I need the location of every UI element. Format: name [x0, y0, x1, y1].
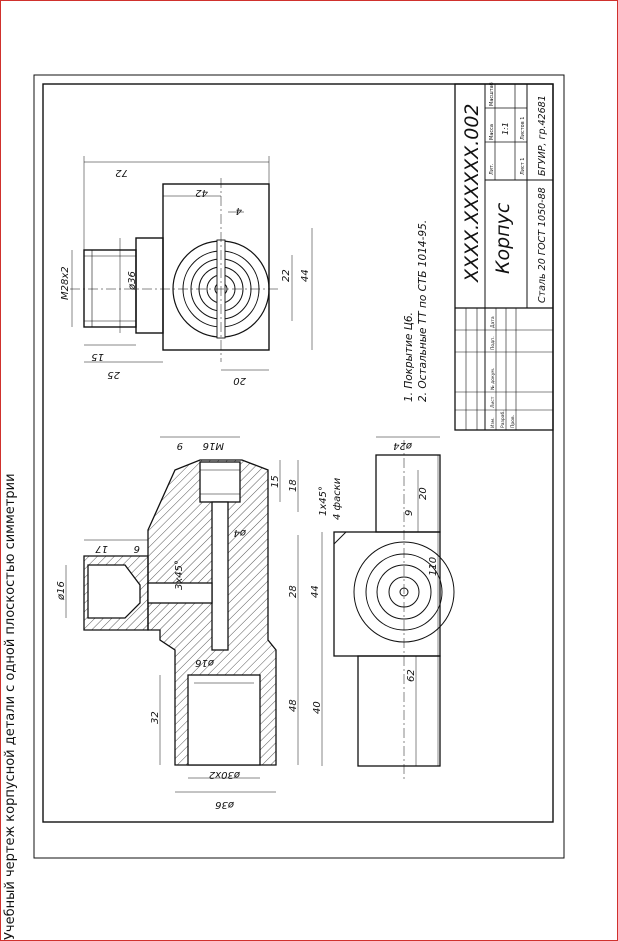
- side-view: [333, 440, 455, 780]
- dim-d24: ø24: [393, 440, 413, 451]
- row-list: Лист: [490, 396, 496, 408]
- dim-m28: M28x2: [60, 266, 71, 300]
- note-2: 2. Остальные ТТ по СТБ 1014-95.: [417, 220, 429, 402]
- head-mass-text: Масса: [489, 124, 495, 140]
- organization-text: БГУИР, гр.42681: [537, 95, 548, 176]
- side-view-dims: [321, 436, 440, 766]
- sheet-label-text: Лист 1: [520, 158, 526, 175]
- dim-28: 28: [288, 585, 299, 598]
- role-prov: Пров.: [510, 415, 516, 428]
- row-podp: Подп.: [490, 336, 496, 350]
- dim-chamfer: 3x45°: [174, 560, 185, 590]
- dim-9-side: 9: [404, 510, 415, 516]
- dim-110: 110: [428, 557, 439, 576]
- section-dims: [65, 436, 299, 793]
- dim-62: 62: [406, 669, 417, 682]
- dim-44-top: 44: [300, 269, 311, 282]
- dim-20-side: 20: [418, 487, 429, 500]
- section-view: [83, 459, 277, 766]
- dim-22: 22: [281, 269, 292, 282]
- dim-44-side: 44: [310, 585, 321, 598]
- part-name-text: Корпус: [492, 202, 514, 274]
- dim-15-sec: 15: [270, 475, 281, 488]
- title-block: [454, 83, 554, 431]
- sheets-label-text: Листов 1: [520, 117, 526, 140]
- dim-d16-left: ø16: [56, 581, 67, 601]
- dim-25: 25: [107, 369, 120, 380]
- dim-42: 42: [195, 187, 208, 198]
- role-razrab: Разраб.: [500, 410, 506, 428]
- dim-m16: M16: [203, 440, 224, 451]
- dim-9-sec: 9: [177, 440, 183, 451]
- note-1: 1. Покрытие Ц6.: [403, 312, 415, 402]
- dim-72: 72: [115, 167, 128, 178]
- inner-frame: [42, 83, 554, 823]
- dim-4-chamfers: 4 фаски: [332, 477, 343, 520]
- dim-32: 32: [150, 711, 161, 724]
- dim-d4: ø4: [234, 527, 247, 538]
- dim-48: 48: [288, 699, 299, 712]
- dim-40: 40: [312, 701, 323, 714]
- head-scale-text: Масштаб: [489, 82, 495, 106]
- dim-18: 18: [288, 479, 299, 492]
- dim-d36-sec: ø36: [215, 799, 235, 810]
- material-text: Сталь 20 ГОСТ 1050-88: [537, 187, 548, 303]
- dim-d16-mid: ø16: [195, 657, 215, 668]
- head-lit-text: Лит.: [489, 163, 495, 175]
- row-izm: Изм.: [490, 417, 496, 428]
- scale-text: 1:1: [501, 122, 510, 135]
- dim-chamfer-side: 1x45°: [318, 486, 329, 516]
- dim-4-top: 4: [236, 205, 242, 216]
- row-date: Дата: [490, 316, 496, 328]
- dim-15-top: 15: [91, 351, 104, 362]
- top-view-dims: [71, 156, 313, 371]
- dim-20-top: 20: [233, 375, 246, 386]
- top-view: [70, 178, 280, 362]
- row-doc: № докум.: [490, 368, 496, 390]
- dim-d30: ø30x2: [209, 769, 241, 780]
- outer-frame: [33, 74, 565, 859]
- designation-text: XXXX.XXXXXX.002: [461, 103, 483, 283]
- dim-d36-top: ø36: [127, 271, 138, 291]
- dim-6: 6: [134, 543, 140, 554]
- dim-17: 17: [95, 543, 108, 554]
